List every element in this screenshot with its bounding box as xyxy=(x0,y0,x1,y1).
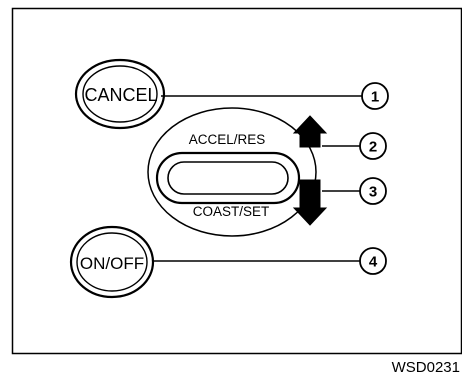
cancel-button[interactable]: CANCEL xyxy=(74,58,166,130)
arrow-up-icon xyxy=(292,115,328,148)
callout-1: 1 xyxy=(361,82,389,110)
cancel-button-outer xyxy=(74,58,166,130)
cancel-button-inner xyxy=(82,65,158,123)
switch-rocker-inner xyxy=(167,161,289,195)
callout-4: 4 xyxy=(359,247,387,275)
on-off-button-outer xyxy=(69,225,155,299)
callout-4-number: 4 xyxy=(369,254,378,271)
on-off-label: ON/OFF xyxy=(80,254,144,273)
on-off-button-inner xyxy=(76,232,148,292)
arrow-down-icon xyxy=(292,179,328,226)
callout-3: 3 xyxy=(359,177,387,205)
accel-res-label: ACCEL/RES xyxy=(189,132,266,147)
callout-2-number: 2 xyxy=(369,139,377,156)
accel-coast-switch[interactable]: ACCEL/RES COAST/SET xyxy=(147,107,317,237)
cancel-label: CANCEL xyxy=(84,85,157,105)
on-off-button[interactable]: ON/OFF xyxy=(69,225,155,299)
figure-code: WSD0231 xyxy=(392,359,460,376)
callout-1-number: 1 xyxy=(371,89,379,106)
callout-2: 2 xyxy=(359,132,387,160)
coast-set-label: COAST/SET xyxy=(193,204,270,219)
callout-3-number: 3 xyxy=(369,184,377,201)
